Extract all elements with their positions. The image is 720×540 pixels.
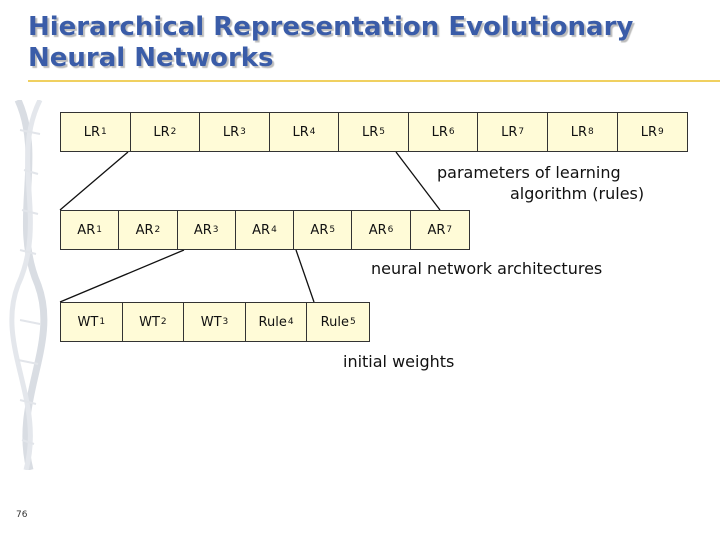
cell-base: AR [77,222,96,238]
cell-base: LR [153,124,170,140]
cell-base: LR [83,124,101,140]
slide-title-line1: Hierarchical Representation Evolutionary [28,12,634,42]
slide-title: Hierarchical Representation Evolutionary… [28,12,633,74]
initial-weights-label: initial weights [343,352,455,371]
cell-base: AR [193,222,212,238]
cell-subscript: 5 [329,225,336,235]
cell-subscript: 1 [96,225,102,235]
cell-subscript: 6 [448,127,455,137]
cell-subscript: 7 [518,127,525,137]
cell-subscript: 9 [658,127,664,137]
title-underline [28,80,720,82]
cell-subscript: 7 [446,225,453,235]
cell-subscript: 2 [160,317,167,327]
cell-subscript: 8 [587,127,594,137]
cell-base: LR [640,124,658,140]
cell-subscript: 4 [271,225,277,235]
learning-rules-label: parameters of learning algorithm (rules) [437,162,644,204]
cell-base: LR [362,124,379,140]
cell-subscript: 2 [170,127,177,137]
cell-subscript: 1 [99,317,106,327]
cell-subscript: 3 [222,317,229,327]
cell-subscript: 5 [349,317,356,327]
cell-base: Rule [320,314,349,330]
cell-base: WT [139,314,160,330]
cell-subscript: 2 [154,225,161,235]
cell-subscript: 6 [387,225,394,235]
cell-subscript: 3 [212,225,219,235]
cell-base: AR [427,222,446,238]
cell-base: AR [252,222,271,238]
cell-base: Rule [258,314,287,330]
cell-base: LR [222,124,240,140]
cell-subscript: 3 [240,127,246,137]
cell-subscript: 1 [101,127,107,137]
dna-helix-decoration [9,100,48,470]
cell-subscript: 4 [287,317,294,327]
cell-base: AR [368,222,387,238]
cell-base: LR [501,124,518,140]
cell-subscript: 4 [309,127,316,137]
page-number: 76 [16,510,28,520]
cell-base: LR [431,124,448,140]
learning-rules-label-line2: algorithm (rules) [510,184,645,203]
cell-subscript: 5 [379,127,386,137]
cell-base: AR [310,222,329,238]
architectures-label: neural network architectures [371,259,603,278]
cell-base: WT [200,314,222,330]
learning-rules-label-line1: parameters of learning [437,163,621,182]
cell-base: AR [135,222,154,238]
cell-base: LR [570,124,587,140]
cell-base: LR [292,124,309,140]
cell-base: WT [77,314,99,330]
slide-title-line2: Neural Networks [28,43,274,73]
